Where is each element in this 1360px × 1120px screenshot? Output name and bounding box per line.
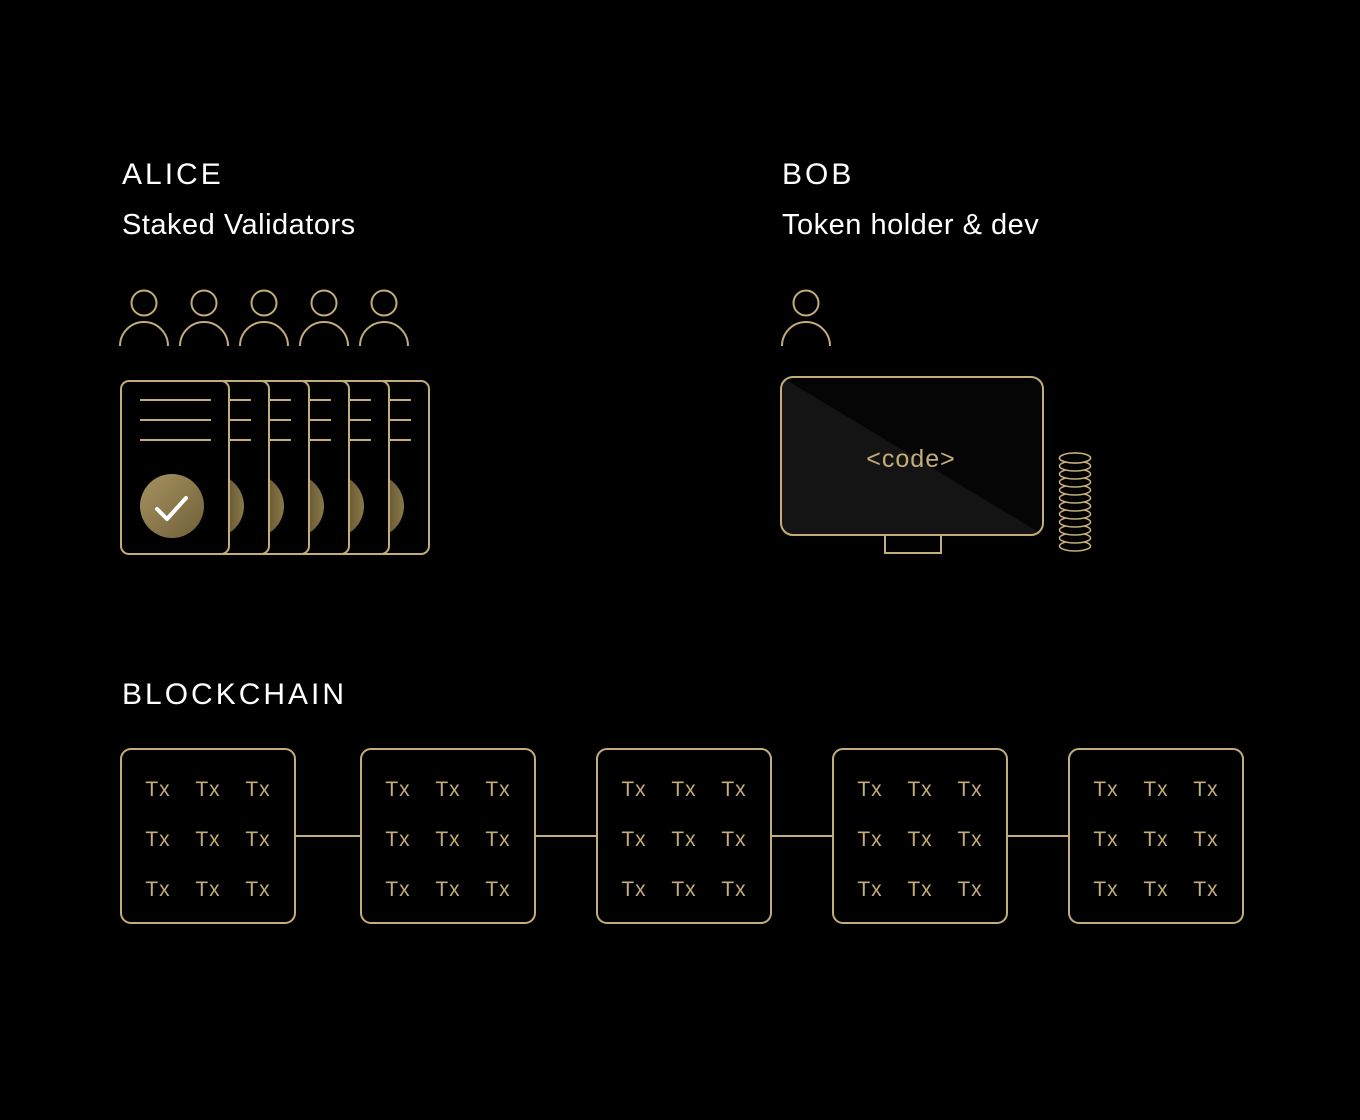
bob-name: BOB xyxy=(782,158,855,191)
tx-label: Tx xyxy=(957,778,982,801)
bob-person-icon xyxy=(781,289,831,347)
alice-role: Staked Validators xyxy=(122,209,356,241)
validator-person-icon xyxy=(299,289,349,347)
validator-person-icon xyxy=(119,289,169,347)
validator-card-front xyxy=(120,380,230,555)
tx-label: Tx xyxy=(1093,878,1118,901)
code-label: <code> xyxy=(866,445,955,473)
tx-label: Tx xyxy=(907,828,932,851)
tx-label: Tx xyxy=(1143,828,1168,851)
tx-label: Tx xyxy=(721,878,746,901)
validators-group xyxy=(119,289,409,347)
alice-name: ALICE xyxy=(122,158,224,191)
tx-label: Tx xyxy=(671,778,696,801)
tx-label: Tx xyxy=(435,878,460,901)
tx-label: Tx xyxy=(245,828,270,851)
coin-stack-icon xyxy=(1058,452,1092,552)
tx-label: Tx xyxy=(1143,878,1168,901)
tx-label: Tx xyxy=(195,778,220,801)
tx-label: Tx xyxy=(145,778,170,801)
tx-label: Tx xyxy=(721,778,746,801)
tx-label: Tx xyxy=(621,778,646,801)
tx-label: Tx xyxy=(621,828,646,851)
tx-label: Tx xyxy=(385,878,410,901)
tx-label: Tx xyxy=(1093,828,1118,851)
tx-label: Tx xyxy=(857,878,882,901)
tx-label: Tx xyxy=(245,778,270,801)
check-circle-icon xyxy=(140,474,204,538)
tx-label: Tx xyxy=(957,828,982,851)
tx-label: Tx xyxy=(485,828,510,851)
tx-label: Tx xyxy=(195,828,220,851)
tx-label: Tx xyxy=(435,778,460,801)
validator-person-icon xyxy=(359,289,409,347)
tx-label: Tx xyxy=(385,778,410,801)
tx-label: Tx xyxy=(1093,778,1118,801)
tx-label: Tx xyxy=(857,828,882,851)
validator-person-icon xyxy=(179,289,229,347)
tx-label: Tx xyxy=(857,778,882,801)
bob-role: Token holder & dev xyxy=(782,209,1040,241)
tx-label: Tx xyxy=(485,778,510,801)
validator-person-icon xyxy=(239,289,289,347)
tx-label: Tx xyxy=(621,878,646,901)
tx-label: Tx xyxy=(435,828,460,851)
tx-label: Tx xyxy=(485,878,510,901)
tx-label: Tx xyxy=(245,878,270,901)
tx-label: Tx xyxy=(385,828,410,851)
tx-label: Tx xyxy=(671,828,696,851)
blockchain-title: BLOCKCHAIN xyxy=(122,678,348,711)
tx-label: Tx xyxy=(1193,878,1218,901)
tx-label: Tx xyxy=(145,878,170,901)
tx-label: Tx xyxy=(907,778,932,801)
tx-label: Tx xyxy=(1193,828,1218,851)
tx-label: Tx xyxy=(1193,778,1218,801)
tx-label: Tx xyxy=(957,878,982,901)
tx-label: Tx xyxy=(907,878,932,901)
tx-label: Tx xyxy=(671,878,696,901)
monitor-icon: <code> xyxy=(780,376,1044,554)
validator-cards-group xyxy=(120,380,430,555)
tx-label: Tx xyxy=(1143,778,1168,801)
tx-label: Tx xyxy=(195,878,220,901)
tx-label: Tx xyxy=(721,828,746,851)
tx-label: Tx xyxy=(145,828,170,851)
